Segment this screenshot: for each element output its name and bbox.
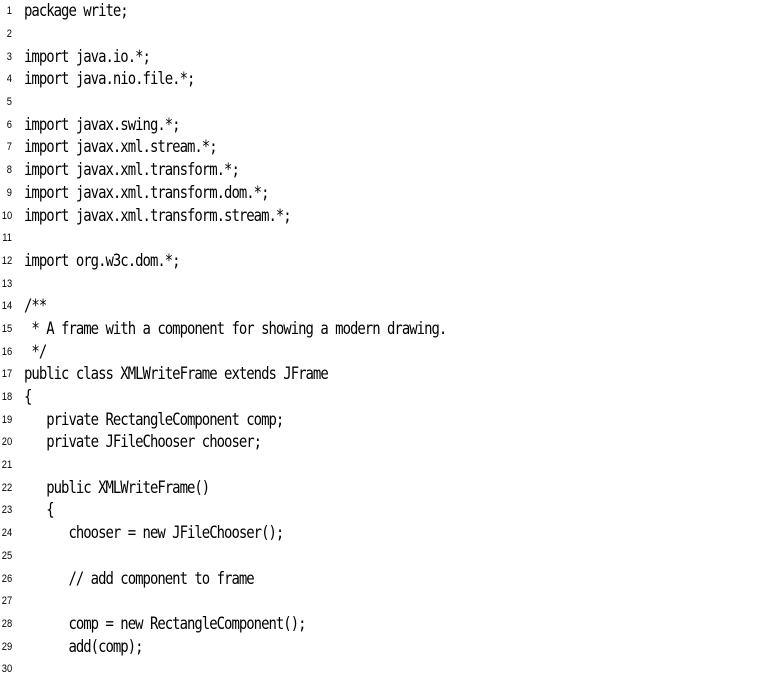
code-line: 1 package write; [0, 0, 769, 23]
code-line: 18 { [0, 386, 769, 409]
code-text: private RectangleComponent comp; [24, 409, 284, 430]
line-number: 24 [1, 527, 13, 540]
line-number: 11 [2, 232, 12, 245]
code-line: 20 private JFileChooser chooser; [0, 431, 769, 454]
code-line: 10 import javax.xml.transform.stream.*; [0, 204, 769, 227]
line-number: 23 [1, 504, 13, 517]
code-line: 26 // add component to frame [0, 567, 769, 590]
code-line: 17 public class XMLWriteFrame extends JFr… [0, 363, 769, 386]
line-number: 6 [6, 118, 12, 131]
line-number: 2 [6, 28, 12, 41]
code-line: 30 [0, 658, 769, 681]
code-text: // add component to frame [24, 568, 254, 589]
code-text: /** [24, 296, 47, 317]
code-text: */ [24, 341, 47, 362]
code-line: 8 import javax.xml.transform.*; [0, 159, 769, 182]
line-number: 30 [1, 663, 13, 676]
line-number: 13 [1, 277, 13, 290]
line-number: 1 [6, 5, 12, 18]
code-line: 16 */ [0, 340, 769, 363]
line-number: 22 [1, 481, 13, 494]
line-number: 28 [1, 617, 13, 630]
code-line: 12 import org.w3c.dom.*; [0, 250, 769, 273]
code-text: import javax.xml.transform.stream.*; [24, 205, 292, 226]
code-line: 4 import java.nio.file.*; [0, 68, 769, 91]
line-number: 12 [1, 254, 13, 267]
code-text: { [24, 500, 54, 521]
line-number: 21 [1, 459, 13, 472]
code-line: 27 [0, 590, 769, 613]
line-number: 10 [1, 209, 13, 222]
code-line: 6 import javax.swing.*; [0, 113, 769, 136]
code-line: 28 comp = new RectangleComponent(); [0, 613, 769, 636]
code-line: 5 [0, 91, 769, 114]
code-text: chooser = new JFileChooser(); [24, 523, 284, 544]
line-number: 9 [6, 186, 12, 199]
code-text: * A frame with a component for showing a… [24, 318, 447, 339]
code-line: 9 import javax.xml.transform.dom.*; [0, 182, 769, 205]
line-number: 29 [1, 640, 13, 653]
code-text: import javax.swing.*; [24, 114, 181, 135]
code-line: 15 * A frame with a component for showin… [0, 318, 769, 341]
line-number: 16 [1, 345, 13, 358]
line-number: 18 [1, 391, 13, 404]
code-text: import java.nio.file.*; [24, 69, 195, 90]
code-text: { [24, 387, 32, 408]
code-line: 2 [0, 23, 769, 46]
line-number: 27 [1, 595, 13, 608]
line-number: 26 [1, 572, 13, 585]
code-text: private JFileChooser chooser; [24, 432, 262, 453]
line-number: 8 [6, 164, 12, 177]
code-text: comp = new RectangleComponent(); [24, 613, 306, 634]
line-number: 3 [6, 50, 12, 63]
line-number: 19 [1, 413, 13, 426]
code-text: public class XMLWriteFrame extends JFram… [24, 364, 329, 385]
code-line: 21 [0, 454, 769, 477]
line-number: 14 [1, 300, 13, 313]
code-text: import javax.xml.transform.dom.*; [24, 182, 269, 203]
line-number: 17 [1, 368, 13, 381]
line-number: 4 [6, 73, 12, 86]
code-line: 11 [0, 227, 769, 250]
code-line: 29 add(comp); [0, 635, 769, 658]
code-text: public XMLWriteFrame() [24, 477, 210, 498]
code-line: 22 public XMLWriteFrame() [0, 476, 769, 499]
code-line: 13 [0, 272, 769, 295]
line-number: 25 [1, 549, 13, 562]
code-line: 24 chooser = new JFileChooser(); [0, 522, 769, 545]
code-line: 19 private RectangleComponent comp; [0, 408, 769, 431]
code-text: package write; [24, 1, 129, 22]
line-number: 5 [6, 96, 12, 109]
line-number: 20 [1, 436, 13, 449]
code-line: 3 import java.io.*; [0, 45, 769, 68]
code-line: 23 { [0, 499, 769, 522]
code-text: import javax.xml.stream.*; [24, 137, 218, 158]
code-text: add(comp); [24, 636, 143, 657]
code-line: 25 [0, 545, 769, 568]
code-text: import org.w3c.dom.*; [24, 250, 181, 271]
line-number: 7 [6, 141, 12, 154]
line-number: 15 [1, 322, 13, 335]
code-line: 7 import javax.xml.stream.*; [0, 136, 769, 159]
code-line: 14 /** [0, 295, 769, 318]
code-text: import java.io.*; [24, 46, 151, 67]
code-text: import javax.xml.transform.*; [24, 160, 240, 181]
